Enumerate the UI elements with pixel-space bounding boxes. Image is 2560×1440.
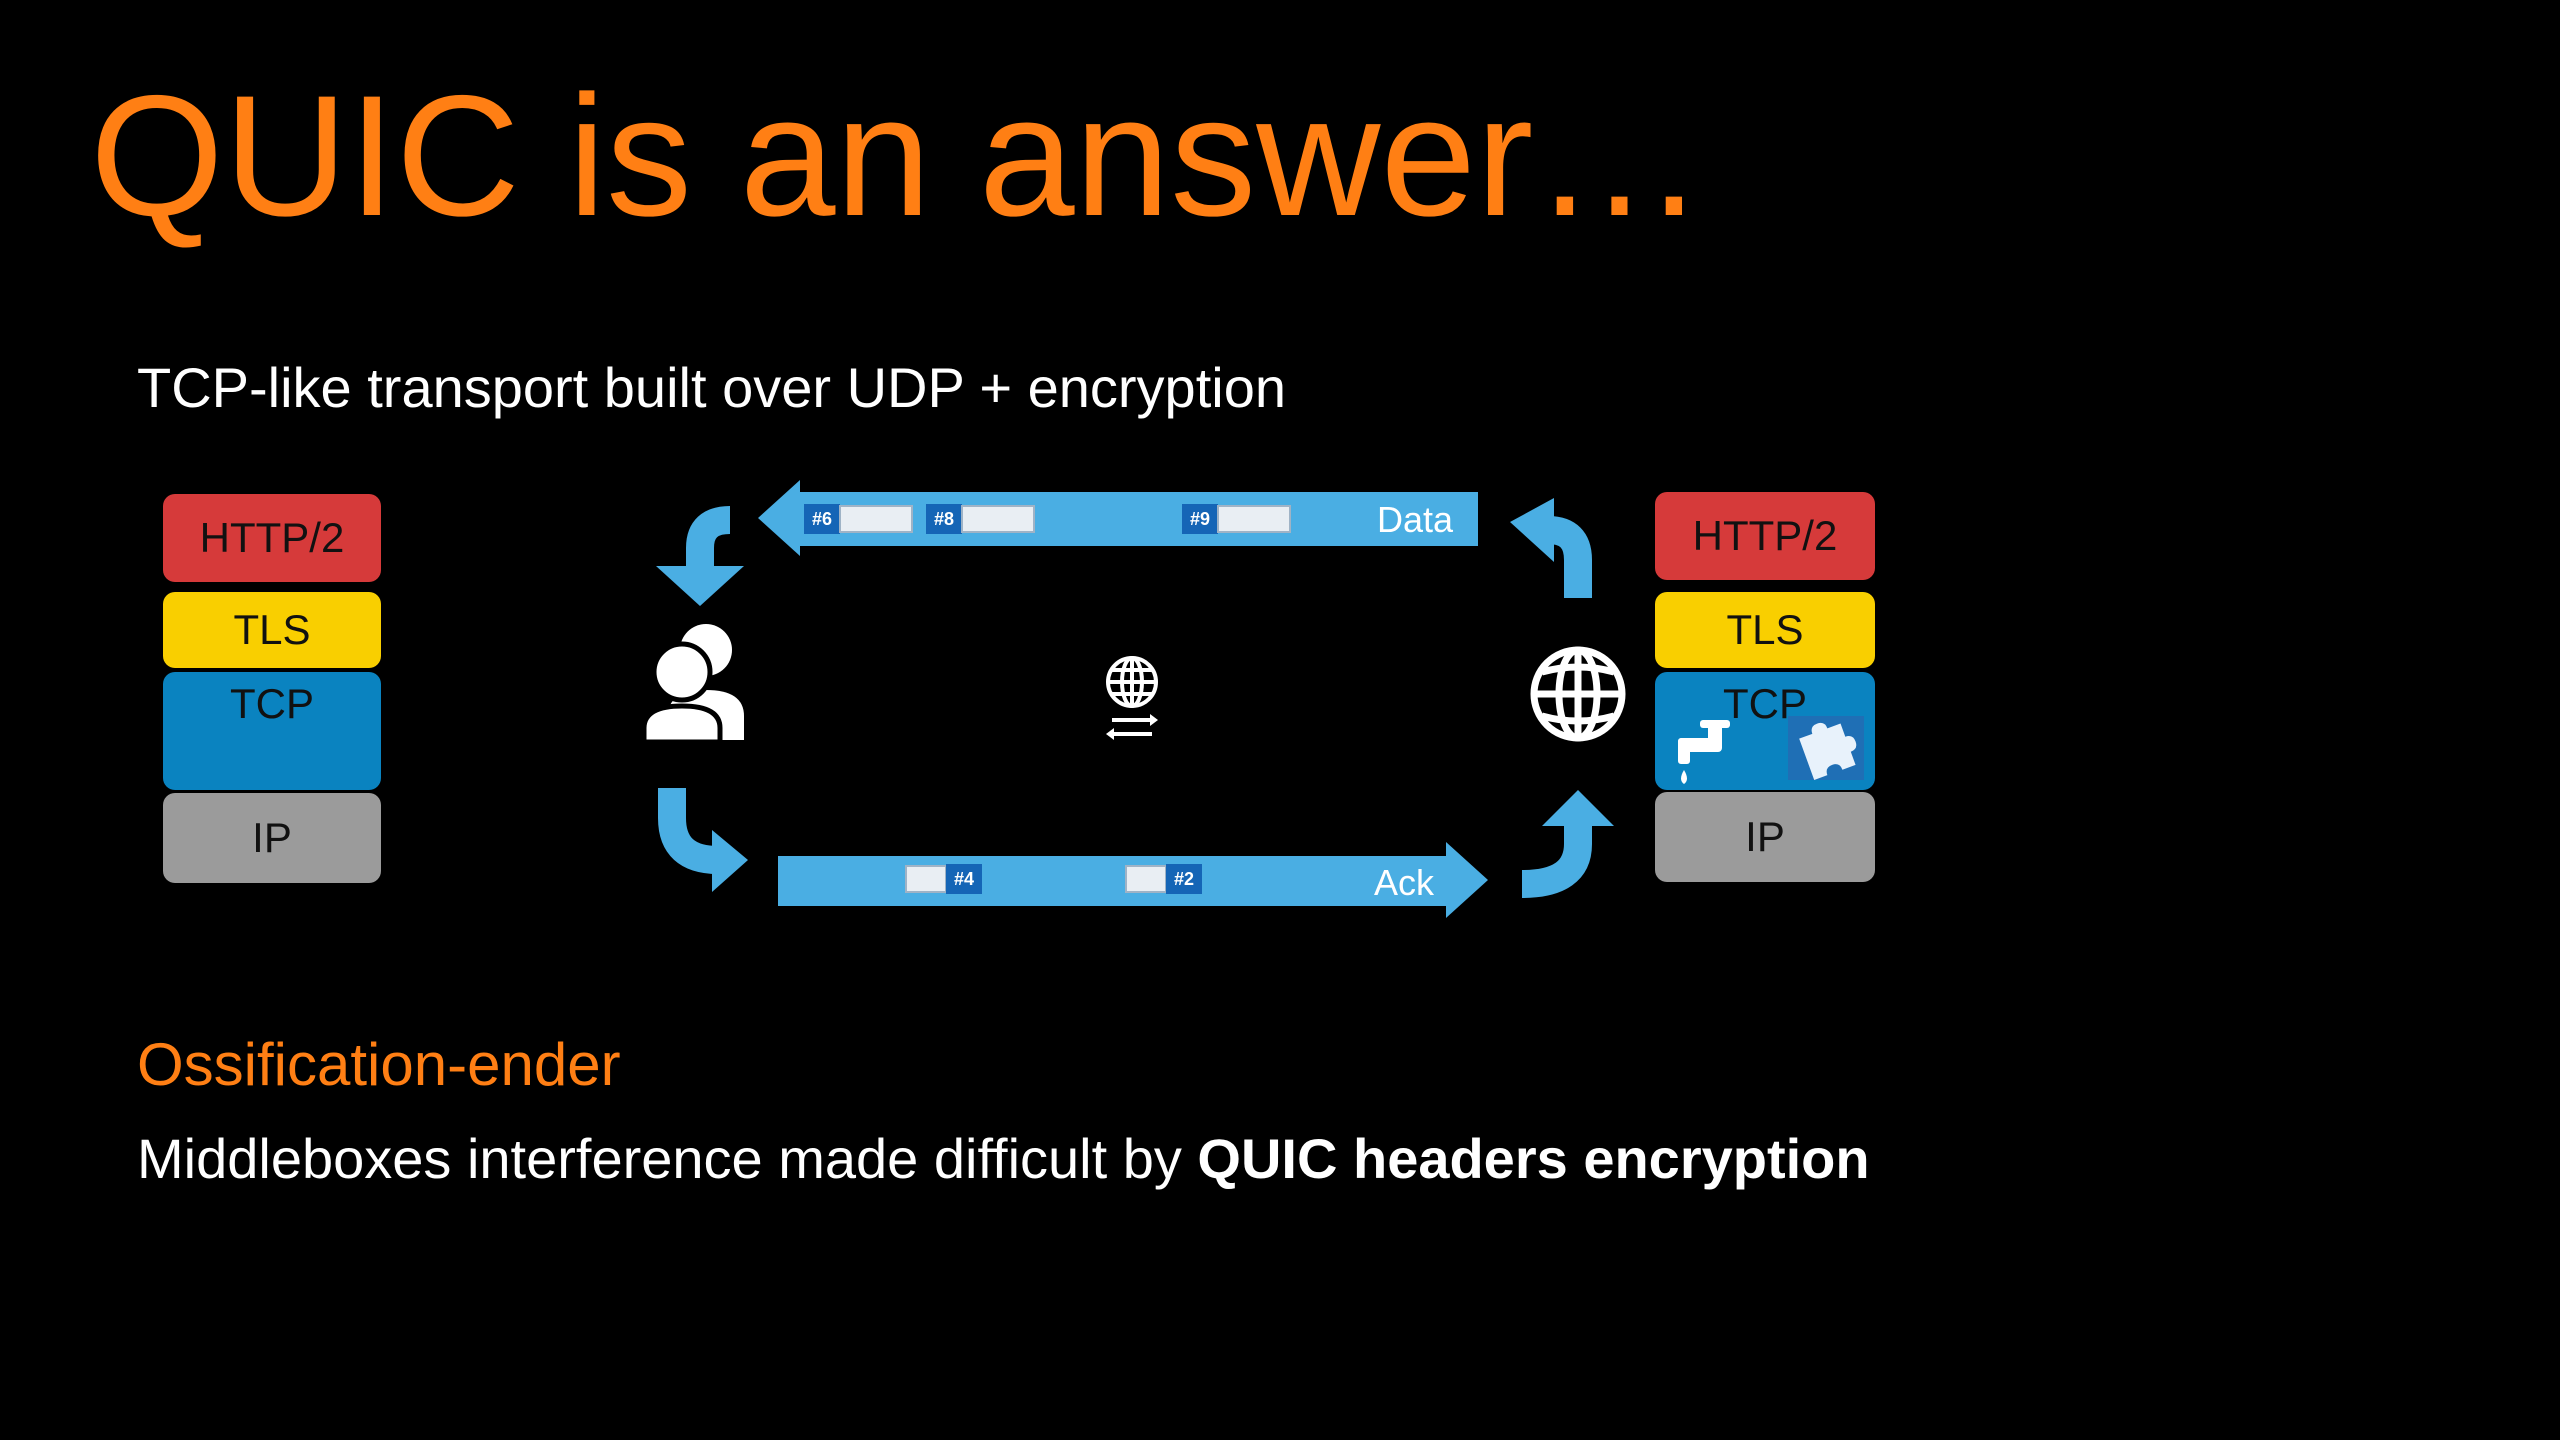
packet: #4 — [905, 864, 982, 894]
slide-title: QUIC is an answer… — [90, 60, 1706, 252]
packet-number: #4 — [954, 869, 974, 889]
right-layer-tls: TLS — [1655, 592, 1875, 668]
packet: #2 — [1125, 864, 1202, 894]
packet-number: #2 — [1174, 869, 1194, 889]
right-layer-ip-label: IP — [1745, 813, 1785, 860]
packet-number: #9 — [1190, 509, 1210, 529]
right-layer-http: HTTP/2 — [1655, 492, 1875, 580]
data-arrow: Data — [758, 480, 1478, 556]
left-layer-ip-label: IP — [252, 814, 292, 861]
packet: #8 — [926, 504, 1035, 534]
packet: #6 — [804, 504, 913, 534]
left-layer-http: HTTP/2 — [163, 494, 381, 582]
packet: #9 — [1182, 504, 1291, 534]
curve-arrow-bottom-left — [658, 788, 748, 892]
globe-icon — [1530, 646, 1626, 742]
left-layer-tcp: TCP — [163, 672, 381, 790]
data-arrow-label: Data — [1377, 499, 1454, 540]
curve-arrow-top-left — [656, 506, 744, 606]
description-emphasis: QUIC headers encryption — [1197, 1127, 1870, 1190]
right-layer-http-label: HTTP/2 — [1692, 512, 1838, 559]
faucet-icon — [1678, 720, 1730, 784]
puzzle-icon — [1788, 716, 1864, 780]
left-layer-tls-label: TLS — [233, 606, 311, 653]
right-layer-tls-label: TLS — [1726, 606, 1804, 653]
curve-arrow-top-right — [1510, 498, 1592, 598]
section-description: Middleboxes interference made difficult … — [137, 1126, 1870, 1191]
left-layer-tls: TLS — [163, 592, 381, 668]
left-layer-tcp-label: TCP — [230, 680, 314, 727]
left-layer-ip: IP — [163, 793, 381, 883]
ack-arrow-label: Ack — [1374, 862, 1435, 903]
packet-number: #8 — [934, 509, 954, 529]
description-text: Middleboxes interference made difficult … — [137, 1127, 1198, 1190]
users-icon — [641, 624, 744, 745]
curve-arrow-bottom-right — [1521, 790, 1614, 898]
section-heading: Ossification-ender — [137, 1031, 621, 1098]
packet-number: #6 — [812, 509, 832, 529]
left-layer-http-label: HTTP/2 — [199, 514, 345, 561]
slide-subtitle: TCP-like transport built over UDP + encr… — [137, 356, 1286, 419]
right-layer-ip: IP — [1655, 792, 1875, 882]
network-globe-icon — [1106, 656, 1158, 740]
